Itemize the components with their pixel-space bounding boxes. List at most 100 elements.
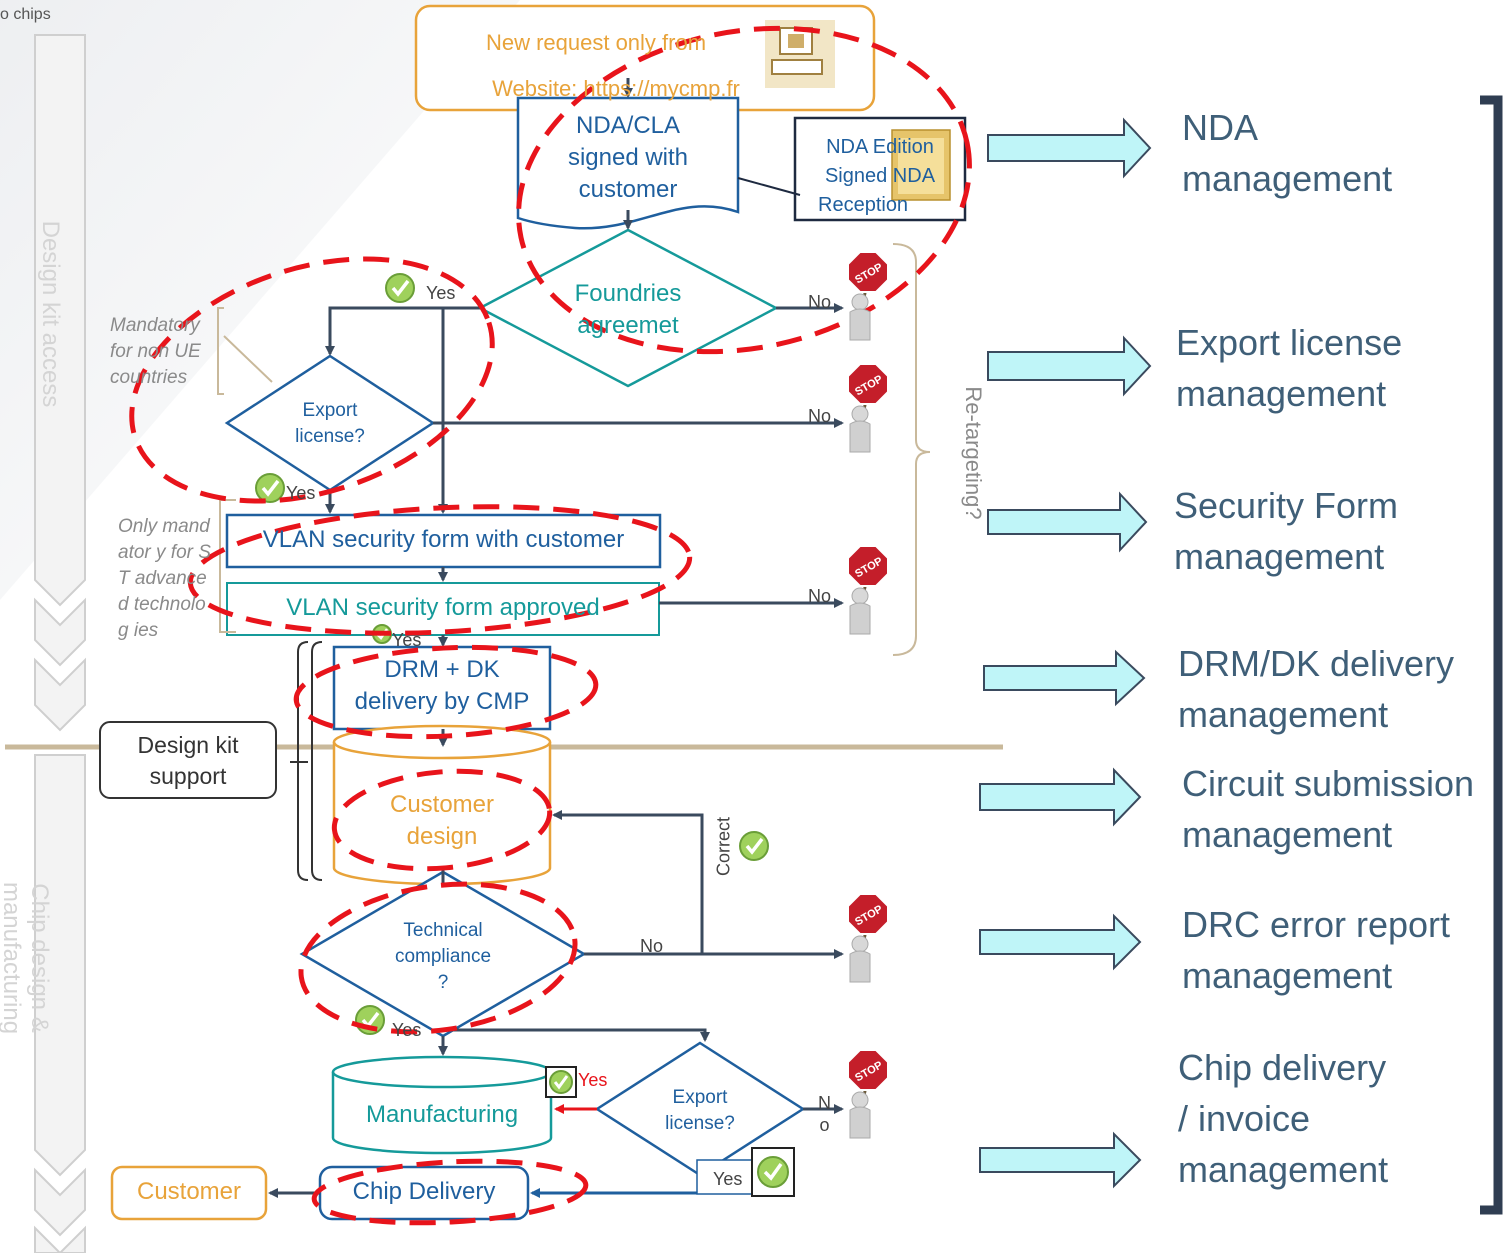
foundries-line2: agreemet <box>577 312 679 339</box>
drm-line1: DRM + DK <box>384 656 500 683</box>
design-kit-support-line2: support <box>149 763 227 789</box>
edge-yes-foundries: Yes <box>426 283 456 303</box>
edge-correct: Correct <box>713 817 734 877</box>
edge-yes-export2-bottom: Yes <box>713 1169 743 1189</box>
management-arrows <box>979 117 1152 1189</box>
nda-cla-line2: signed with <box>567 144 689 171</box>
manufacturing-text: Manufacturing <box>365 1101 519 1128</box>
edge-no-foundries: No <box>808 292 832 312</box>
tech-line3: ? <box>437 972 449 993</box>
stop-sign-icon: STOP <box>847 251 889 341</box>
management-label: NDA management <box>1182 102 1392 204</box>
vlan-approved-text: VLAN security form approved <box>286 594 600 621</box>
nda-edition-line2: Signed NDA <box>824 165 936 187</box>
edge-no-export2-line1: N <box>818 1093 831 1113</box>
manufacturing-cylinder <box>331 1055 553 1155</box>
edge-no-export1: No <box>808 406 832 426</box>
management-label-line: / invoice <box>1178 1098 1311 1139</box>
management-label: Security Form management <box>1174 480 1398 582</box>
customer-design-line1: Customer <box>389 791 495 818</box>
management-label-line: management <box>1182 814 1393 855</box>
edge-yes-tech: Yes <box>392 1020 422 1040</box>
vlan-form-text: VLAN security form with customer <box>262 526 625 553</box>
design-kit-support-text: Design kit support <box>100 730 276 792</box>
foundries-diamond <box>477 228 779 388</box>
management-label-line: management <box>1176 373 1387 414</box>
management-label-line: DRM/DK delivery <box>1178 643 1455 684</box>
edge-yes-export2: Yes <box>578 1070 608 1090</box>
customer-design-text: Customer design <box>334 789 550 853</box>
management-label-line: management <box>1182 158 1393 199</box>
corner-label: o chips <box>0 6 51 23</box>
edge-yes-vlan: Yes <box>392 630 422 650</box>
management-label-line: management <box>1182 955 1393 996</box>
drm-line2: delivery by CMP <box>354 688 530 715</box>
management-bracket <box>1480 95 1503 1215</box>
export2-line2: license? <box>665 1113 735 1134</box>
tech-line2: compliance <box>394 946 492 967</box>
new-request-line1: New request only from <box>485 30 707 55</box>
export2-text: Export license? <box>640 1085 760 1137</box>
folder-icon <box>891 129 951 201</box>
nda-cla-line3: customer <box>578 176 678 203</box>
new-request-text: New request only from Website: https://m… <box>416 20 776 112</box>
note-only-mandatory: Only mandator y for ST advanced technolo… <box>118 516 211 641</box>
management-label-line: Chip delivery <box>1178 1047 1387 1088</box>
export1-text: Export license? <box>270 398 390 450</box>
tech-line1: Technical <box>403 920 483 941</box>
highlight-dashes <box>129 25 972 1226</box>
phase-label-design-kit-access: Design kit access <box>37 220 64 408</box>
chip-delivery-text: Chip Delivery <box>352 1178 496 1205</box>
phase-arrow-chip-design <box>34 754 86 1253</box>
edge-yes-export1: Yes <box>286 483 316 503</box>
nda-edition-line1: NDA Edition <box>826 136 934 158</box>
export2-line1: Export <box>672 1087 728 1108</box>
management-label-line: DRC error report <box>1182 904 1451 945</box>
edge-no-export2: N o <box>818 1092 831 1136</box>
management-label: Export license management <box>1176 317 1402 419</box>
management-label-line: Security Form <box>1174 485 1399 526</box>
foundries-text: Foundries agreemet <box>530 278 726 342</box>
export1-line1: Export <box>302 400 358 421</box>
nda-cla-text: NDA/CLA signed with customer <box>518 110 738 206</box>
management-label-line: management <box>1178 694 1389 735</box>
management-label-line: management <box>1178 1149 1389 1190</box>
stop-sign-icon: STOP <box>847 363 889 453</box>
customer-design-line2: design <box>406 823 478 850</box>
new-request-line2: Website: https://mycmp.fr <box>492 76 740 101</box>
tech-text: Technical compliance ? <box>373 918 513 996</box>
note-mandatory: Mandatory for non UE countries <box>110 315 201 388</box>
phase-label-chip-design: Chip design & manufacturing <box>0 848 53 1068</box>
design-kit-support-box <box>99 721 277 799</box>
design-kit-support-line1: Design kit <box>137 732 239 758</box>
management-label: Chip delivery / invoice management <box>1178 1042 1388 1195</box>
management-label-line: management <box>1174 536 1385 577</box>
stop-sign-icon: STOP <box>847 893 889 983</box>
retargeting-brace <box>892 243 931 656</box>
nda-edition-line3: Reception <box>818 194 909 216</box>
phase-arrow-design-kit-access <box>34 34 86 732</box>
connectors <box>268 78 844 1198</box>
nda-cla-document <box>516 96 740 230</box>
only-mandatory-bracket <box>219 499 236 633</box>
edge-no-export2-line2: o <box>819 1115 830 1135</box>
management-label-line: NDA <box>1182 107 1259 148</box>
stop-sign-icon: STOP <box>847 1049 889 1139</box>
nda-edition-text: NDA Edition Signed NDA Reception <box>800 133 960 220</box>
note-retargeting: Re-targeting? <box>961 386 986 520</box>
drm-text: DRM + DK delivery by CMP <box>334 654 550 718</box>
management-label-line: Export license <box>1176 322 1403 363</box>
management-label: DRC error report management <box>1182 899 1450 1001</box>
nda-cla-line1: NDA/CLA <box>575 112 681 139</box>
export1-line2: license? <box>295 426 365 447</box>
drm-dk-box <box>332 645 552 731</box>
mandatory-bracket <box>217 307 273 395</box>
edge-no-vlan: No <box>808 586 832 606</box>
customer-box <box>110 1165 268 1221</box>
phase-label-chip-design-line1: Chip design & <box>26 883 53 1033</box>
customer-text: Customer <box>136 1178 242 1205</box>
management-label: DRM/DK delivery management <box>1178 638 1454 740</box>
phase-label-chip-design-line2: manufacturing <box>0 881 25 1035</box>
